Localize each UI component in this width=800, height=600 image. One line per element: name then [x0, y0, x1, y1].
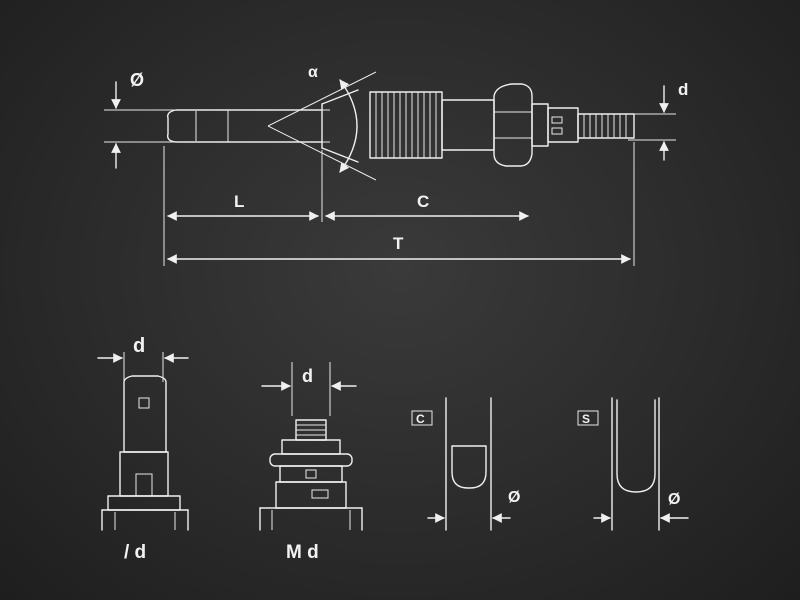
threaded-terminal-view: d M d [259, 362, 363, 563]
diameter-dimension: Ø [104, 70, 330, 169]
tip-c-badge: C [416, 412, 425, 426]
threaded-caption: M d [286, 542, 319, 563]
tip-s-view: S Ø [577, 397, 689, 531]
d-label: d [678, 80, 688, 99]
length-dimensions: L C T [163, 142, 635, 266]
flat-caption: / d [124, 542, 146, 563]
threaded-d-label: d [302, 366, 313, 386]
tip-c-badge-box [411, 410, 433, 426]
flat-d-label: d [133, 335, 145, 357]
d-dimension: d [628, 80, 688, 161]
L-label: L [234, 192, 244, 211]
C-label: C [417, 192, 429, 211]
glow-plug-side-view [166, 71, 635, 181]
tip-c-diameter: Ø [508, 489, 520, 506]
tip-c-view: C Ø [411, 397, 520, 531]
thread-ridges [375, 92, 437, 158]
alpha-label: α [308, 64, 318, 81]
tip-s-badge-box [577, 410, 599, 426]
diameter-label: Ø [130, 70, 144, 90]
flat-terminal-view: d / d [97, 335, 189, 563]
tip-s-diameter: Ø [668, 491, 680, 508]
T-label: T [393, 234, 404, 253]
tip-s-badge: S [582, 412, 590, 426]
